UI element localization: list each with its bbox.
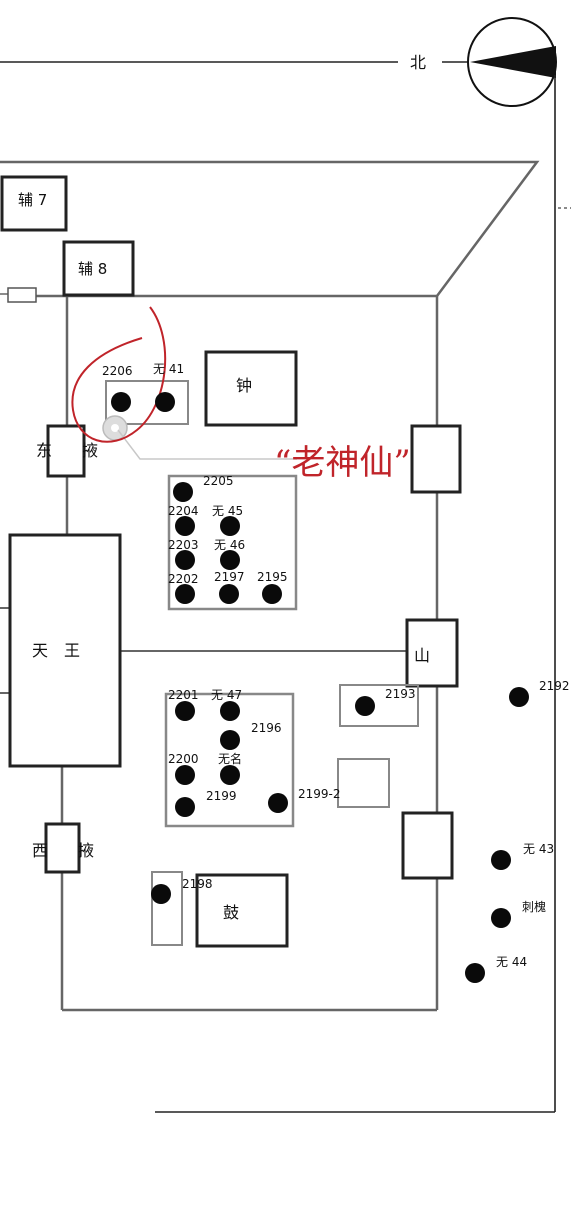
bed-2199-2 [337,758,390,808]
small-gate [7,287,37,303]
west-wing-label-2: 掖 [78,841,94,860]
tree-dot [220,516,240,536]
tree-label-2202: 2202 [168,572,199,586]
tree-label-2205: 2205 [203,474,234,488]
tree-dot [175,765,195,785]
tree-label-2196: 2196 [251,721,282,735]
mountain-gate [405,618,459,688]
east-wing-gate [46,424,86,478]
tree-label-2203: 2203 [168,538,199,552]
tree-dot [175,516,195,536]
aux7-building [0,175,68,232]
west-wing-gate [44,822,81,874]
tree-dot [175,584,195,604]
tianwang-hall [8,533,122,768]
tree-label-wu41: 无 41 [153,362,184,376]
tree-label-cihuai: 刺槐 [522,899,546,914]
tree-label-wu47: 无 47 [211,688,242,702]
tree-dot [268,793,288,813]
tree-label-2195: 2195 [257,570,288,584]
tree-label-2198: 2198 [182,877,213,891]
drum-tower-label: 鼓 [223,903,239,922]
tree-label-wu45: 无 45 [212,504,243,518]
east-wing-label-1: 东 [36,441,52,460]
tree-dot [220,701,240,721]
tree-dot [173,482,193,502]
bed-2198 [151,871,183,946]
tree-label-2197: 2197 [214,570,245,584]
west-wing-label-1: 西 [32,841,48,860]
tree-label-2199: 2199 [206,789,237,803]
callout-leader [117,429,297,460]
annotation-text: “老神仙” [274,443,411,483]
tree-markers [111,392,529,983]
tree-label-wu46: 无 46 [214,538,245,552]
tree-dot [111,392,131,412]
tree-label-2200: 2200 [168,752,199,766]
tree-label-2192: 2192 [539,679,570,693]
north-label: 北 [410,53,426,72]
tree-dot [151,884,171,904]
aux7-label: 辅 7 [18,191,47,209]
tianwang-label: 天 王 [32,641,80,660]
tree-dot [465,963,485,983]
tree-dot [175,797,195,817]
roof-outline [0,160,540,297]
tree-dot [175,701,195,721]
tree-dot [175,550,195,570]
bell-tower [204,350,298,427]
aux8-label: 辅 8 [78,260,107,278]
tree-label-2204: 2204 [168,504,199,518]
east-gate-lower [401,811,454,880]
tree-dot [355,696,375,716]
compass-icon [467,17,557,107]
tree-label-2199-2: 2199-2 [298,787,341,801]
tree-dot [509,687,529,707]
tree-dot [155,392,175,412]
east-gate-upper [410,424,462,494]
bed-2193 [339,684,419,727]
tree-label-wu43: 无 43 [523,842,554,856]
tree-dot [220,765,240,785]
tree-label-2206: 2206 [102,364,133,378]
tree-dot [262,584,282,604]
tree-label-wu44: 无 44 [496,955,527,969]
tree-label-2201: 2201 [168,688,199,702]
bed-upper [167,474,298,611]
east-wing-label-2: 掖 [82,441,98,460]
callout-dot [111,424,119,432]
bell-tower-label: 钟 [236,376,252,395]
tree-dot [220,730,240,750]
tree-dot [491,908,511,928]
bed-lower [164,692,295,828]
aux8-building [62,240,135,297]
bed-2206 [105,380,189,425]
tree-dot [219,584,239,604]
tree-label-2193: 2193 [385,687,416,701]
mountain-gate-label: 山 [414,646,430,665]
tree-label-wuming: 无名 [218,751,242,766]
highlight-circle [71,306,167,443]
drum-tower [195,873,289,948]
tree-dot [220,550,240,570]
tree-dot [491,850,511,870]
